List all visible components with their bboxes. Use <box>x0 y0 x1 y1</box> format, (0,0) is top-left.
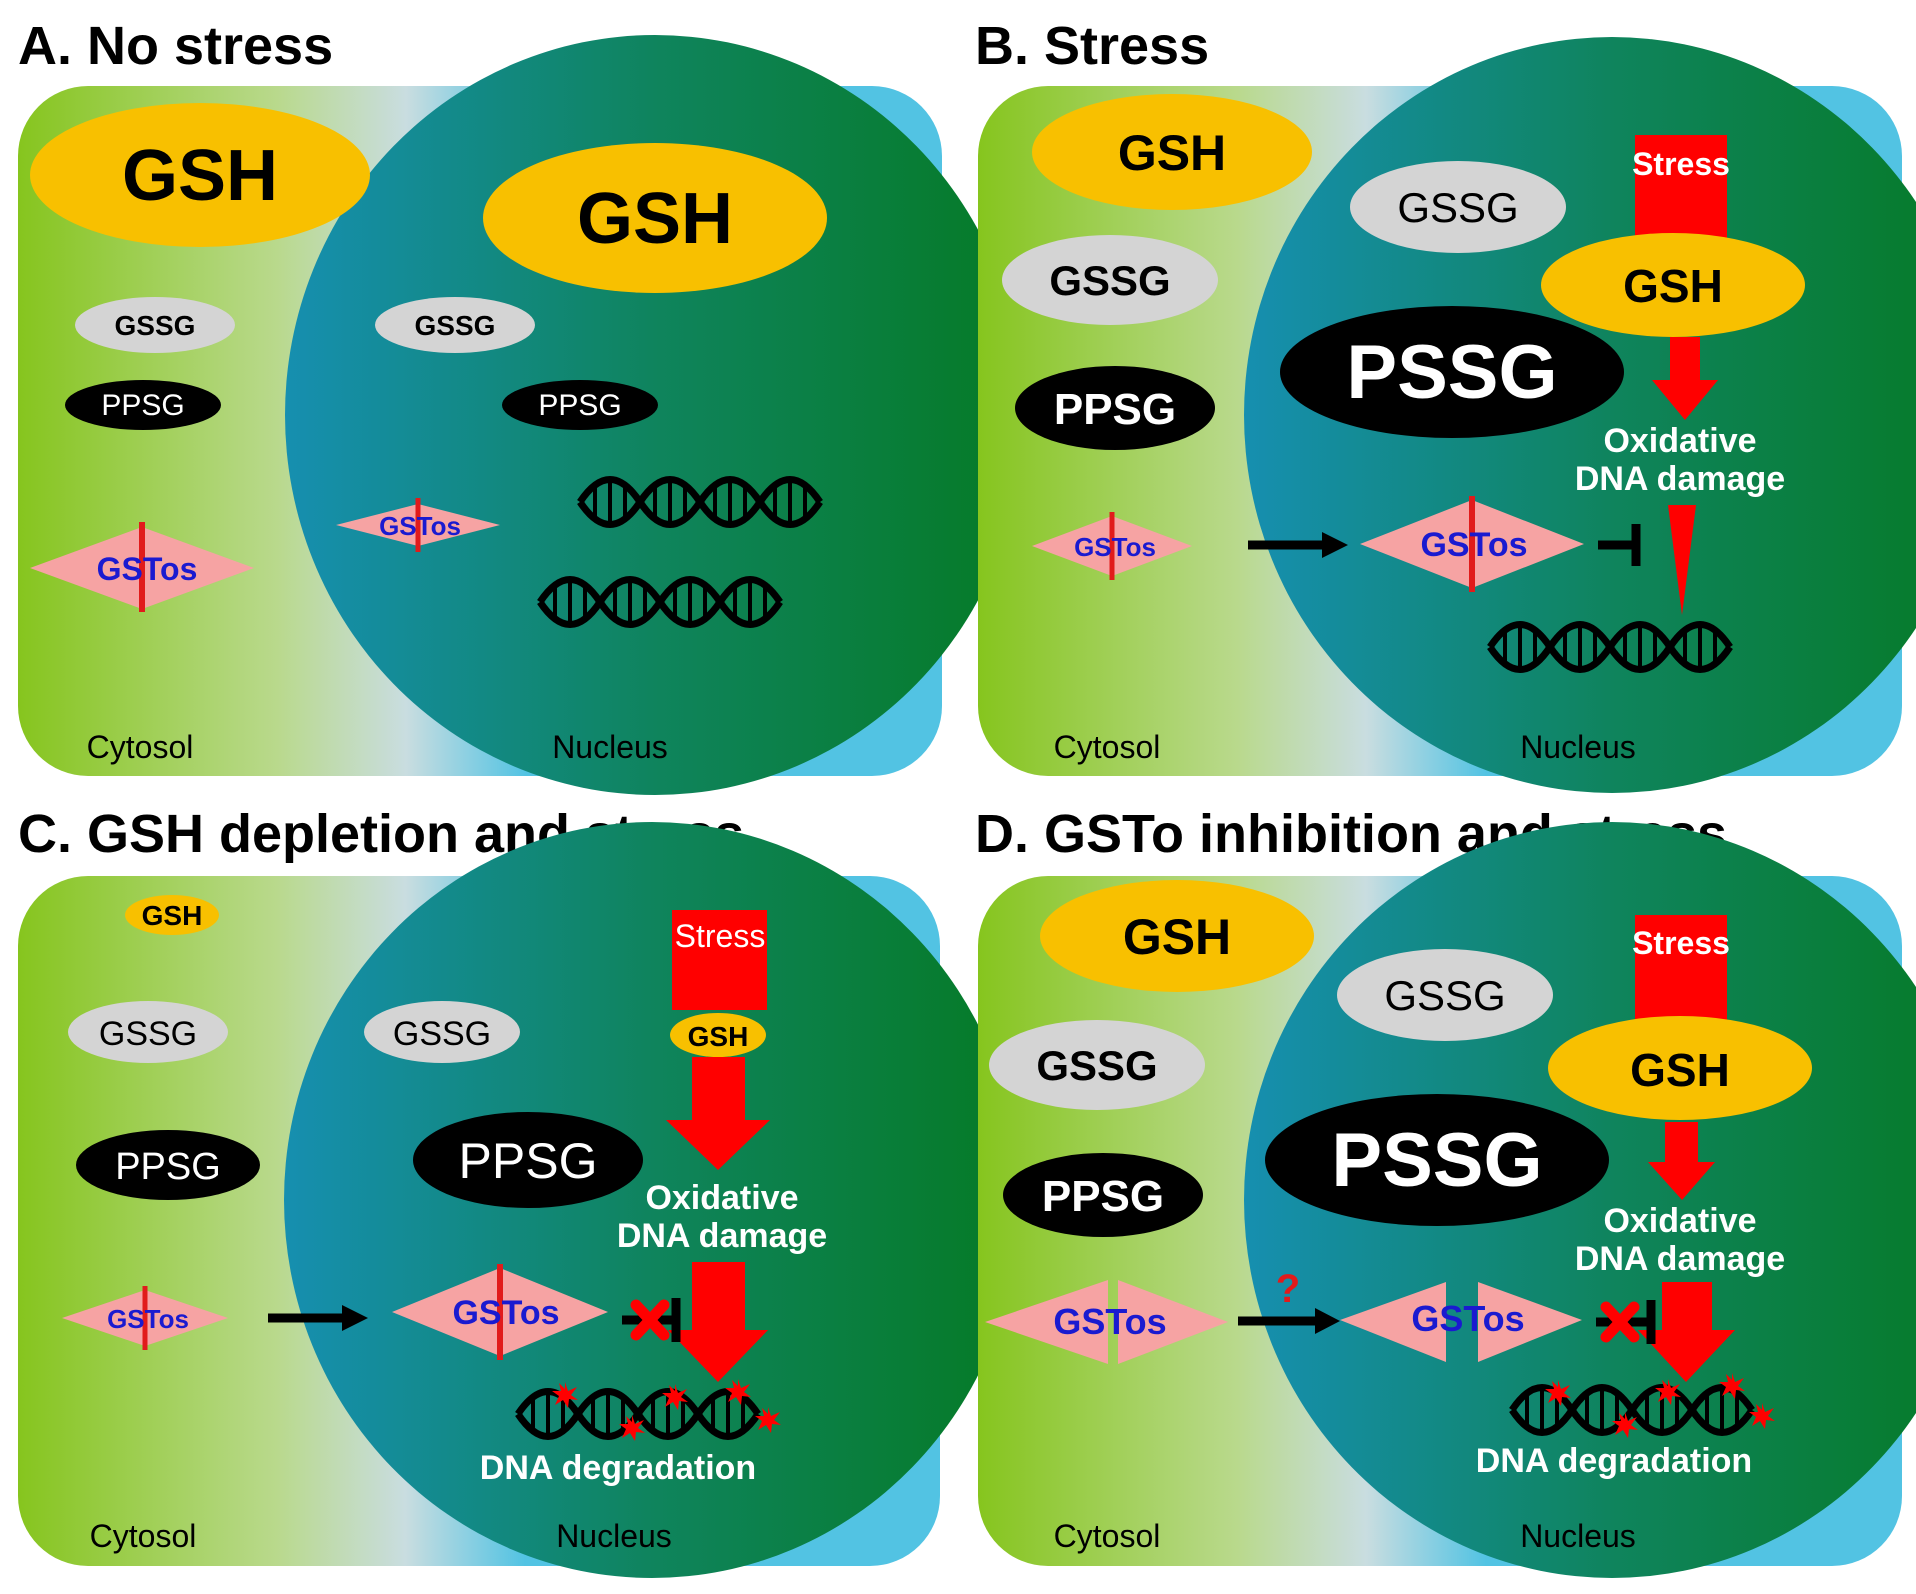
damage-arrow-b <box>1668 505 1696 615</box>
gsh-nuc-a-label: GSH <box>577 179 733 259</box>
gssg-nuc-d <box>1337 949 1553 1041</box>
gssg-cyto-b <box>1002 235 1218 325</box>
gssg-cyto-c <box>68 1001 228 1063</box>
gsh-nuc-d <box>1548 1016 1812 1120</box>
gsh-cyto-c <box>125 895 219 935</box>
gssg-cyto-a <box>75 297 235 353</box>
degradation-c-label: DNA degradation <box>480 1449 756 1487</box>
gsh-nuc-b <box>1541 233 1805 337</box>
gssg-nuc-d-label: GSSG <box>1384 972 1505 1019</box>
pssg-nuc-d <box>1265 1094 1609 1226</box>
oxidative-d-line1: Oxidative <box>1603 1202 1756 1240</box>
gstos-cyto-a-label: GSTos <box>97 551 198 587</box>
gstos-cyto-c-label: GSTos <box>107 1304 189 1334</box>
gstos-nuc-d-left <box>1340 1282 1446 1362</box>
gssg-cyto-b-label: GSSG <box>1049 257 1170 304</box>
panel-d: D. GSTo inhibition and stress GSH GSSG P… <box>975 804 1916 1578</box>
gsh-cyto-a <box>30 103 370 247</box>
ppsg-cyto-a-label: PPSG <box>101 389 184 422</box>
oxidative-d-line2: DNA damage <box>1575 1240 1785 1278</box>
gstos-nuc-c-label: GSTos <box>452 1294 559 1332</box>
gssg-nuc-a-label: GSSG <box>415 310 496 341</box>
panel-c: C. GSH depletion and stress GSH GSSG PPS… <box>18 804 1020 1578</box>
nucleus-a <box>285 35 1025 795</box>
cytosol-c-label: Cytosol <box>90 1518 197 1554</box>
nucleus-a-label: Nucleus <box>552 729 668 765</box>
gsh-cyto-b-label: GSH <box>1118 125 1226 181</box>
panel-b: B. Stress GSH GSSG PPSG GSTos GSSG PSSG … <box>975 16 1916 793</box>
gssg-cyto-c-label: GSSG <box>99 1015 197 1053</box>
damage-arrow-c <box>668 1262 768 1382</box>
pssg-nuc-b-label: PSSG <box>1346 330 1557 415</box>
ppsg-nuc-a <box>502 380 658 430</box>
oxidative-b-line1: Oxidative <box>1603 422 1756 460</box>
stress-b-label: Stress <box>1632 146 1730 182</box>
gssg-nuc-b <box>1350 161 1566 253</box>
ppsg-cyto-d <box>1003 1153 1203 1237</box>
ppsg-cyto-b-label: PPSG <box>1054 385 1176 434</box>
gsh-cyto-c-label: GSH <box>142 900 203 931</box>
gssg-nuc-a <box>375 297 535 353</box>
gsh-cyto-a-label: GSH <box>122 136 278 216</box>
ppsg-nuc-c <box>413 1112 643 1208</box>
gssg-nuc-c-label: GSSG <box>393 1015 491 1053</box>
cytosol-b-label: Cytosol <box>1054 729 1161 765</box>
panel-a: A. No stress GSH GSH GSSG GSSG PPSG PPSG… <box>18 16 1025 795</box>
block-cross-c <box>630 1299 670 1341</box>
gsh-nuc-c <box>670 1013 766 1057</box>
gstos-cyto-b-label: GSTos <box>1074 532 1156 562</box>
ppsg-cyto-c-label: PPSG <box>115 1146 221 1188</box>
oxidative-c-line2: DNA damage <box>617 1217 827 1255</box>
degradation-d-label: DNA degradation <box>1476 1442 1752 1480</box>
gssg-cyto-d <box>989 1020 1205 1110</box>
gsh-nuc-b-label: GSH <box>1623 260 1723 312</box>
cytosol-d-label: Cytosol <box>1054 1518 1161 1554</box>
ppsg-cyto-c <box>76 1130 260 1200</box>
cytosol-a-label: Cytosol <box>87 729 194 765</box>
stress-bar-d <box>1635 915 1727 1030</box>
ppsg-nuc-c-label: PPSG <box>459 1133 598 1189</box>
ppsg-cyto-b <box>1015 366 1215 450</box>
gsh-cyto-b <box>1032 94 1312 210</box>
gssg-nuc-c <box>364 1001 520 1063</box>
panel-b-title: B. Stress <box>975 16 1209 76</box>
nucleus-b-label: Nucleus <box>1520 729 1636 765</box>
panel-a-title: A. No stress <box>18 16 333 76</box>
gstos-cyto-d-left <box>985 1280 1108 1364</box>
gssg-cyto-a-label: GSSG <box>115 310 196 341</box>
oxidative-b-line2: DNA damage <box>1575 460 1785 498</box>
pssg-nuc-d-label: PSSG <box>1331 1118 1542 1203</box>
oxidative-c-line1: Oxidative <box>645 1179 798 1217</box>
ppsg-cyto-d-label: PPSG <box>1042 1172 1164 1221</box>
stress-arrow-b <box>1652 337 1718 420</box>
gsh-cyto-d-label: GSH <box>1123 909 1231 965</box>
gstos-nuc-d-label: GSTos <box>1411 1298 1524 1339</box>
gsh-nuc-d-label: GSH <box>1630 1044 1730 1096</box>
stress-arrow-c <box>666 1057 770 1170</box>
stress-bar-c <box>672 910 767 1010</box>
nucleus-d-label: Nucleus <box>1520 1518 1636 1554</box>
stress-c-label: Stress <box>675 918 766 954</box>
damage-arrow-d <box>1638 1282 1735 1382</box>
gstos-cyto-d-label: GSTos <box>1053 1301 1166 1342</box>
gstos-cyto-d-right <box>1118 1280 1228 1364</box>
block-cross-d <box>1600 1301 1640 1343</box>
gsh-cyto-d <box>1040 880 1314 992</box>
stress-d-label: Stress <box>1632 925 1730 961</box>
gstos-nuc-b-label: GSTos <box>1420 526 1527 564</box>
stress-arrow-d <box>1648 1122 1715 1200</box>
stress-bar-b <box>1635 135 1727 250</box>
pssg-nuc-b <box>1280 306 1624 438</box>
ppsg-nuc-a-label: PPSG <box>538 389 621 422</box>
gssg-cyto-d-label: GSSG <box>1036 1042 1157 1089</box>
gsh-nuc-a <box>483 143 827 293</box>
gssg-nuc-b-label: GSSG <box>1397 184 1518 231</box>
nucleus-c-label: Nucleus <box>556 1518 672 1554</box>
gstos-nuc-d-right <box>1478 1282 1582 1362</box>
ppsg-cyto-a <box>65 380 221 430</box>
gstos-nuc-a-label: GSTos <box>379 511 461 541</box>
question-d: ? <box>1276 1267 1300 1311</box>
gsh-nuc-c-label: GSH <box>688 1021 749 1052</box>
